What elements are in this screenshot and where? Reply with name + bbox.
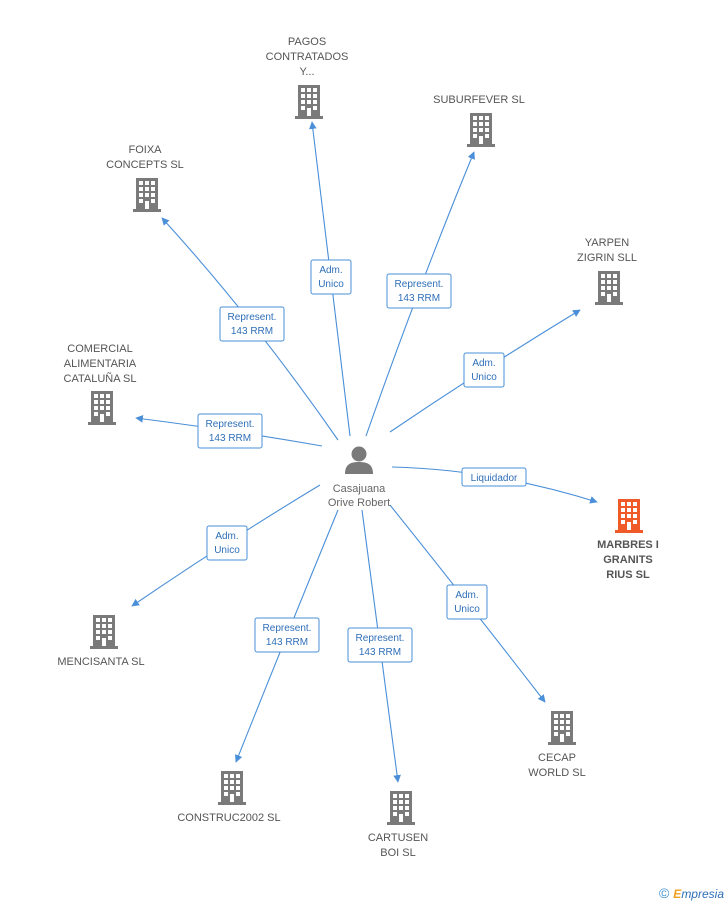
- role-label-cartusen[interactable]: Represent. 143 RRM: [347, 627, 413, 663]
- company-name-line: COMERCIAL: [67, 343, 132, 355]
- role-label-cecap[interactable]: Adm. Unico: [446, 584, 488, 620]
- role-label-text: Represent.: [395, 279, 444, 290]
- role-label-box: [197, 413, 263, 449]
- role-label-box: [219, 306, 285, 342]
- role-label-text: Unico: [318, 279, 344, 290]
- center-name-line2: Orive Robert: [328, 497, 390, 509]
- company-node-cecap[interactable]: CECAP WORLD SL: [528, 711, 586, 779]
- role-label-text: Represent.: [228, 312, 277, 323]
- building-icon: [548, 711, 576, 745]
- building-icon: [218, 771, 246, 805]
- role-label-text: 143 RRM: [231, 326, 273, 337]
- role-label-text: Unico: [471, 372, 497, 383]
- center-name-line1: Casajuana: [333, 483, 386, 495]
- company-name-line: BOI SL: [380, 847, 415, 859]
- role-label-text: Unico: [454, 604, 480, 615]
- company-name-line: GRANITS: [603, 554, 653, 566]
- role-label-text: 143 RRM: [209, 433, 251, 444]
- company-node-yarpen[interactable]: YARPEN ZIGRIN SLL: [577, 237, 637, 305]
- company-name-line: CONTRATADOS: [266, 51, 349, 63]
- role-label-text: 143 RRM: [398, 293, 440, 304]
- company-node-suburfever[interactable]: SUBURFEVER SL: [433, 94, 525, 147]
- role-label-text: Adm.: [319, 265, 342, 276]
- building-icon: [88, 391, 116, 425]
- company-name-line: YARPEN: [585, 237, 629, 249]
- role-label-marbres[interactable]: Liquidador: [461, 467, 527, 487]
- role-label-comercial[interactable]: Represent. 143 RRM: [197, 413, 263, 449]
- role-label-text: Represent.: [356, 633, 405, 644]
- building-icon: [90, 615, 118, 649]
- role-label-text: Represent.: [206, 419, 255, 430]
- company-name-line: PAGOS: [288, 36, 326, 48]
- company-name-line: WORLD SL: [528, 767, 585, 779]
- person-icon: [345, 446, 373, 474]
- role-label-text: Adm.: [215, 531, 238, 542]
- role-label-suburfever[interactable]: Represent. 143 RRM: [386, 273, 452, 309]
- company-name-line: ZIGRIN SLL: [577, 252, 637, 264]
- company-name-line: CATALUÑA SL: [64, 372, 137, 385]
- company-node-pagos[interactable]: PAGOS CONTRATADOS Y...: [266, 36, 349, 119]
- role-label-foixa[interactable]: Represent. 143 RRM: [219, 306, 285, 342]
- role-label-box: [386, 273, 452, 309]
- building-icon: [295, 85, 323, 119]
- building-icon: [467, 113, 495, 147]
- role-label-yarpen[interactable]: Adm. Unico: [463, 352, 505, 388]
- company-name-line: MARBRES I: [597, 539, 659, 551]
- building-icon: [387, 791, 415, 825]
- role-label-pagos[interactable]: Adm. Unico: [310, 259, 352, 295]
- role-label-box: [461, 467, 527, 487]
- company-name-line: SUBURFEVER SL: [433, 94, 525, 106]
- company-node-construc[interactable]: CONSTRUC2002 SL: [177, 771, 281, 824]
- company-node-marbres[interactable]: MARBRES I GRANITS RIUS SL: [597, 499, 659, 581]
- role-label-box: [254, 617, 320, 653]
- center-person[interactable]: Casajuana Orive Robert: [328, 446, 390, 510]
- copyright-icon: ©: [658, 885, 670, 901]
- company-name-line: CECAP: [538, 752, 576, 764]
- company-name-line: CONSTRUC2002 SL: [177, 812, 280, 824]
- role-label-box: [347, 627, 413, 663]
- building-icon: [133, 178, 161, 212]
- role-label-text: 143 RRM: [359, 647, 401, 658]
- building-icon: [615, 499, 643, 533]
- company-node-cartusen[interactable]: CARTUSEN BOI SL: [368, 791, 428, 859]
- company-name-line: FOIXA: [128, 144, 162, 156]
- role-label-text: 143 RRM: [266, 637, 308, 648]
- role-label-text: Liquidador: [471, 473, 518, 484]
- role-label-text: Unico: [214, 545, 240, 556]
- role-label-text: Adm.: [472, 358, 495, 369]
- brand-initial: E: [673, 887, 682, 901]
- role-label-box: [206, 525, 248, 561]
- role-label-box: [310, 259, 352, 295]
- company-name-line: Y...: [299, 66, 314, 78]
- company-name-line: MENCISANTA SL: [57, 656, 144, 668]
- company-name-line: CONCEPTS SL: [106, 159, 184, 171]
- role-label-mencisanta[interactable]: Adm. Unico: [206, 525, 248, 561]
- company-node-foixa[interactable]: FOIXA CONCEPTS SL: [106, 144, 184, 212]
- building-icon: [595, 271, 623, 305]
- company-name-line: RIUS SL: [606, 569, 650, 581]
- role-label-text: Adm.: [455, 590, 478, 601]
- company-node-comercial[interactable]: COMERCIAL ALIMENTARIA CATALUÑA SL: [64, 343, 137, 425]
- company-name-line: CARTUSEN: [368, 832, 428, 844]
- brand-name: mpresia: [681, 887, 724, 901]
- brand-logo: ©Empresia: [659, 885, 724, 901]
- company-name-line: ALIMENTARIA: [64, 358, 137, 370]
- role-label-text: Represent.: [263, 623, 312, 634]
- company-node-mencisanta[interactable]: MENCISANTA SL: [57, 615, 145, 668]
- role-label-box: [446, 584, 488, 620]
- role-label-construc[interactable]: Represent. 143 RRM: [254, 617, 320, 653]
- role-label-box: [463, 352, 505, 388]
